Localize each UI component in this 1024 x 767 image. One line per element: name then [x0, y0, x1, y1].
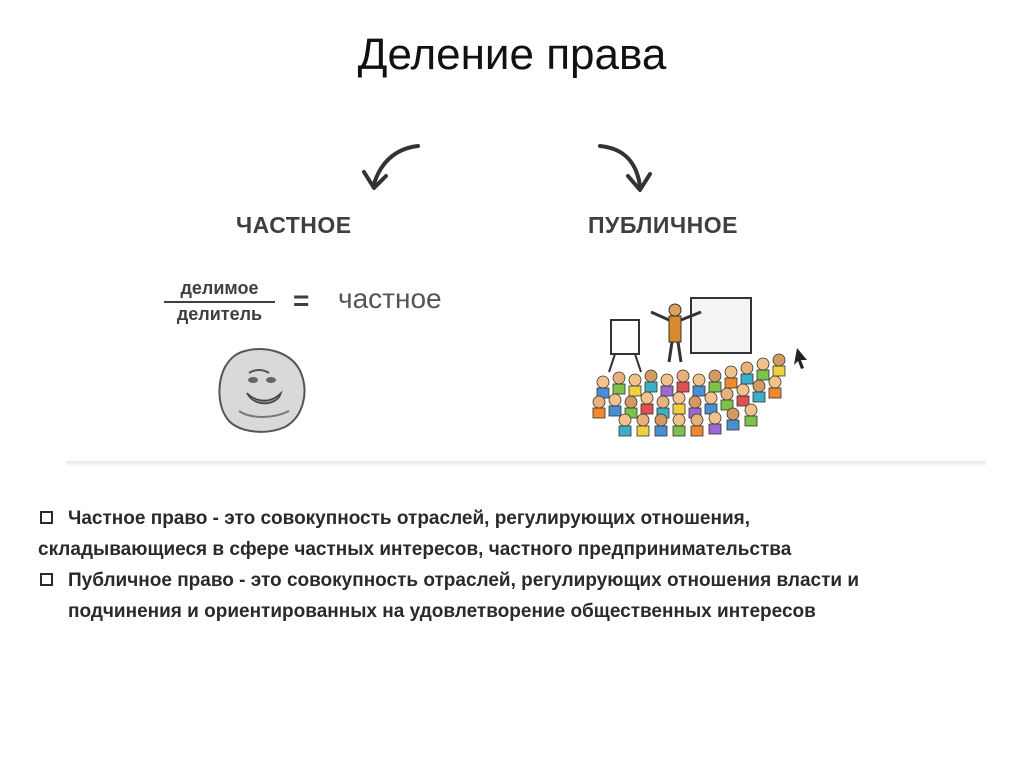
- checkbox-bullet-icon: [40, 511, 53, 524]
- fraction-result: частное: [338, 283, 442, 314]
- fraction-bar: [164, 301, 275, 303]
- public-law-line-1: Публичное право - это совокупность отрас…: [68, 570, 860, 591]
- list-item-public-law: Публичное право - это совокупность отрас…: [38, 565, 998, 627]
- fraction: делимое делитель: [162, 278, 277, 325]
- private-heading: ЧАСТНОЕ: [236, 212, 352, 238]
- curved-arrow-right-icon: [598, 144, 652, 192]
- public-heading: ПУБЛИЧНОЕ: [588, 212, 738, 238]
- curved-arrow-left-icon: [362, 144, 420, 190]
- public-law-line-2: подчинения и ориентированных на удовлетв…: [68, 601, 816, 622]
- checkbox-bullet-icon: [40, 573, 53, 586]
- public-lecture-crowd-icon: [592, 297, 807, 437]
- forever-alone-face-icon: [218, 348, 306, 433]
- private-law-line-2: складывающиеся в сфере частных интересов…: [38, 539, 792, 560]
- list-item-private-law: Частное право - это совокупность отрасле…: [38, 503, 998, 565]
- illustration-panel: [66, 120, 986, 465]
- fraction-denominator: делитель: [176, 304, 263, 324]
- definitions-list: Частное право - это совокупность отрасле…: [38, 503, 998, 627]
- illustration-divider: [66, 461, 986, 467]
- equals-sign: =: [293, 285, 310, 316]
- private-law-line-1: Частное право - это совокупность отрасле…: [68, 508, 750, 529]
- slide-title: Деление права: [357, 30, 667, 79]
- fraction-numerator: делимое: [180, 278, 259, 298]
